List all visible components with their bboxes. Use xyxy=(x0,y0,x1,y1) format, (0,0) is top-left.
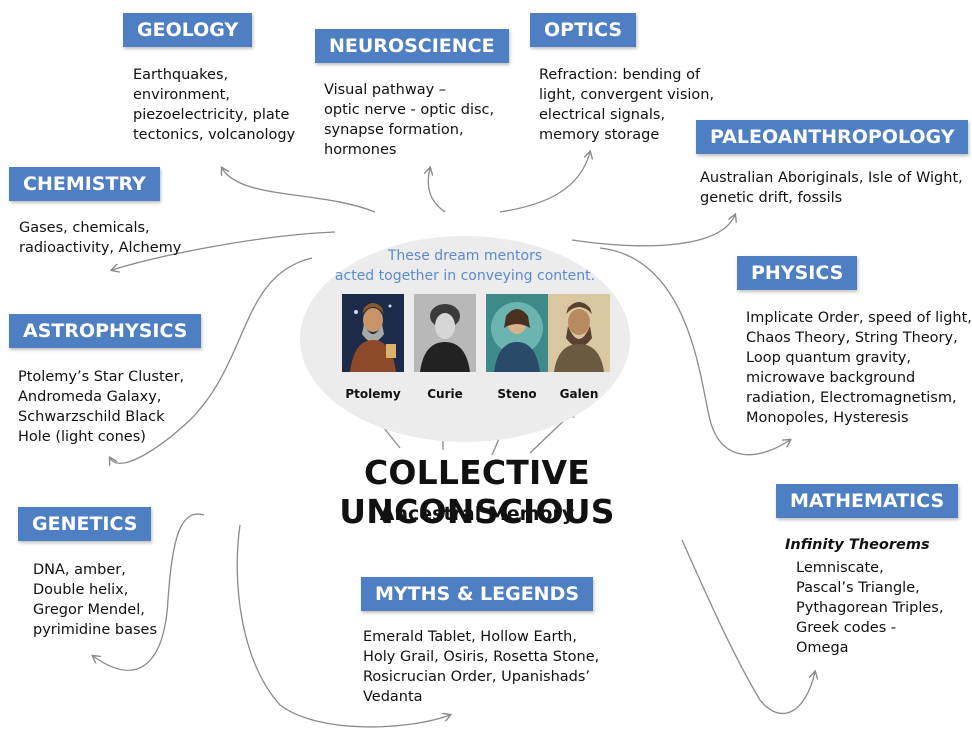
myths-legends-header: MYTHS & LEGENDS xyxy=(361,577,594,611)
ptolemy-portrait xyxy=(342,294,404,372)
physics-text: Implicate Order, speed of light, Chaos T… xyxy=(746,310,972,426)
arrow-neuroscience xyxy=(428,168,446,213)
infinity-theorems-label: Infinity Theorems xyxy=(785,537,930,553)
arrow-astrophysics xyxy=(110,257,313,463)
geology-text: Earthquakes, environment, piezoelectrici… xyxy=(133,67,296,143)
galen-portrait xyxy=(548,294,610,372)
chemistry-header: CHEMISTRY xyxy=(9,167,160,201)
main-title: COLLECTIVE UNCONSCIOUS xyxy=(339,453,615,531)
mentor-name-galen: Galen xyxy=(559,387,599,401)
paleoanthropology-header: PALEOANTHROPOLOGY xyxy=(696,120,969,154)
geology-header: GEOLOGY xyxy=(123,13,253,47)
mentor-name-steno: Steno xyxy=(497,387,537,401)
astrophysics-text: Ptolemy’s Star Cluster, Andromeda Galaxy… xyxy=(18,369,185,445)
mentor-name-ptolemy: Ptolemy xyxy=(345,387,401,401)
physics-header: PHYSICS xyxy=(737,256,858,290)
mathematics-header: MATHEMATICS xyxy=(776,484,959,518)
optics-header: OPTICS xyxy=(530,13,637,47)
main-subtitle: Ancestral Memory xyxy=(379,503,575,525)
mentor-name-curie: Curie xyxy=(427,387,463,401)
paleoanthropology-text: Australian Aboriginals, Isle of Wight, g… xyxy=(700,170,963,206)
neuroscience-header: NEUROSCIENCE xyxy=(315,29,509,63)
genetics-text: DNA, amber, Double helix, Gregor Mendel,… xyxy=(33,562,158,638)
astrophysics-header: ASTROPHYSICS xyxy=(9,314,202,348)
neuroscience-text: Visual pathway – optic nerve - optic dis… xyxy=(324,82,495,158)
arrow-chemistry xyxy=(112,231,336,270)
arrow-optics xyxy=(499,152,590,213)
mentors-caption: These dream mentors acted together in co… xyxy=(334,248,596,284)
genetics-header: GENETICS xyxy=(18,507,152,541)
arrow-mathematics xyxy=(681,539,815,715)
optics-text: Refraction: bending of light, convergent… xyxy=(539,67,715,143)
curie-portrait xyxy=(414,294,476,372)
arrow-genetics xyxy=(93,513,205,671)
myths-legends-text: Emerald Tablet, Hollow Earth, Holy Grail… xyxy=(363,629,600,705)
arrow-myths xyxy=(236,524,450,728)
steno-portrait xyxy=(486,294,548,372)
mathematics-text: Lemniscate, Pascal’s Triangle, Pythagore… xyxy=(796,560,944,656)
chemistry-text: Gases, chemicals, radioactivity, Alchemy xyxy=(19,220,182,256)
arrow-geology xyxy=(222,168,376,213)
arrow-physics xyxy=(599,247,790,456)
arrow-paleoanthropology xyxy=(571,215,735,247)
